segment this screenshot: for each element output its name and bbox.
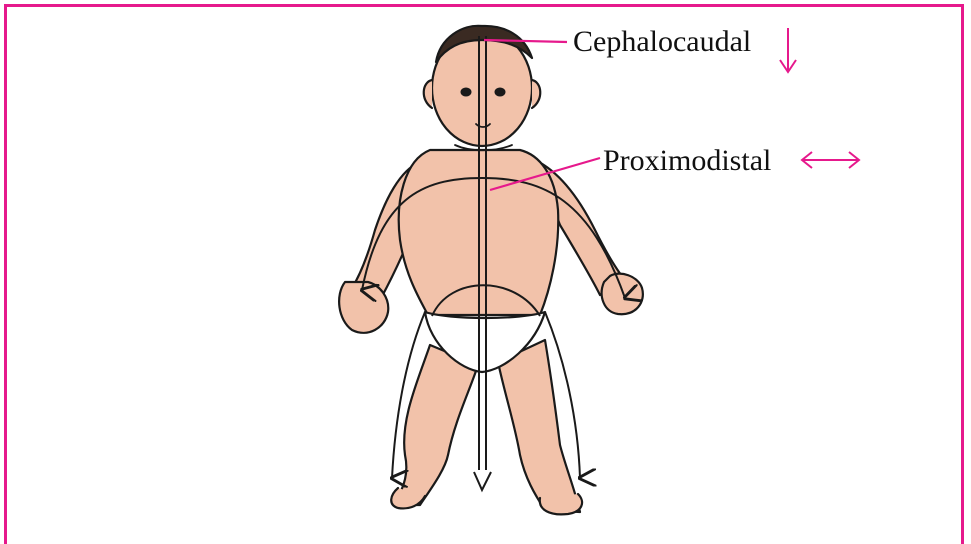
baby-right-leg <box>498 340 580 512</box>
arrow-left-right-icon <box>802 152 859 168</box>
baby-left-fist <box>339 282 388 333</box>
baby-left-ear <box>424 80 432 108</box>
baby-right-eye <box>495 88 505 96</box>
baby-right-ear <box>532 80 540 108</box>
baby-left-eye <box>461 88 471 96</box>
cephalocaudal-label: Cephalocaudal <box>573 27 751 57</box>
baby-right-fist <box>602 274 643 315</box>
arrow-down-icon <box>780 28 796 72</box>
baby-illustration <box>339 26 643 515</box>
proximodistal-label: Proximodistal <box>603 146 771 176</box>
